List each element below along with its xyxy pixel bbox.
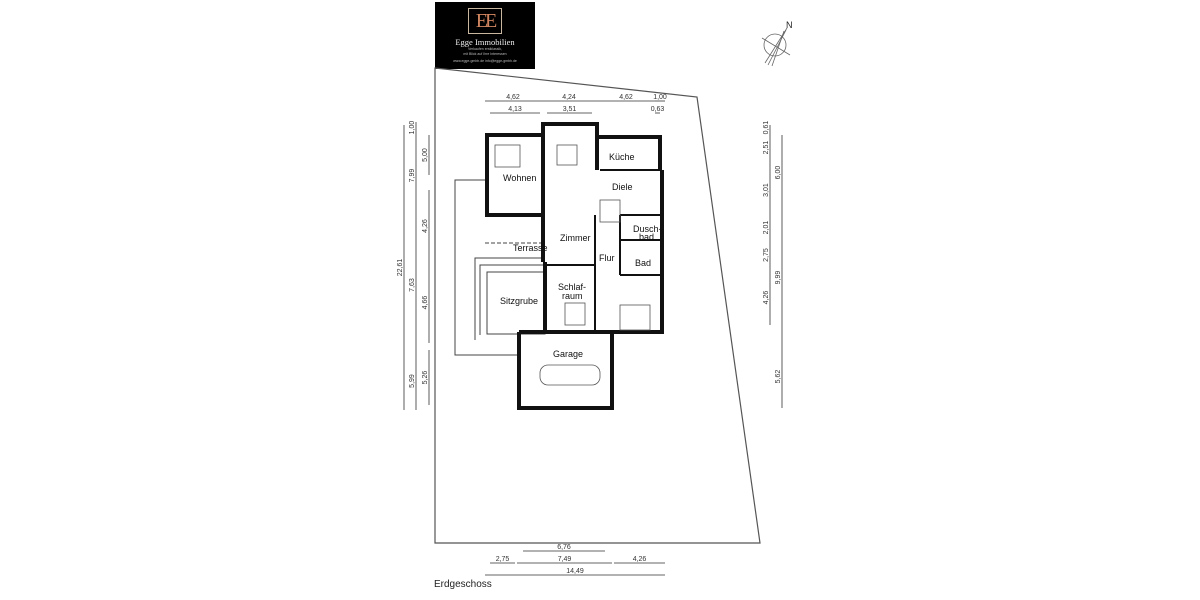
walls [485,122,664,410]
dimension-label: 5,00 [422,148,429,162]
dimension-label: 2,75 [763,248,770,262]
room-label-schlafraum-1: Schlaf- [558,282,586,292]
dimension-label: 4,26 [763,291,770,305]
dimension-label: 1,00 [409,121,416,135]
dimension-label: 4,24 [562,94,576,101]
dimension-label: 4,26 [422,219,429,233]
dimension-label: 2,51 [763,141,770,155]
room-label-terrasse: Terrasse [513,243,548,253]
dimension-label: 3,01 [763,183,770,197]
dimension-label: 2,01 [763,221,770,235]
dimension-label: 14,49 [566,568,584,575]
north-arrow-icon [761,27,791,67]
logo-tagline-2: mit Blick auf Ihre Interessen [463,52,507,56]
room-label-duschbad-2: bad [639,232,654,242]
dimension-label: 0,61 [763,121,770,135]
room-label-zimmer: Zimmer [560,233,591,243]
dimension-label: 4,66 [422,296,429,310]
room-label-sitzgrube: Sitzgrube [500,296,538,306]
room-label-wohnen: Wohnen [503,173,536,183]
dimension-label: 4,26 [633,556,647,563]
logo-brand: Egge Immobilien [455,37,515,47]
room-label-duschbad-1: Dusch- [633,224,662,234]
room-label-schlafraum-2: raum [562,291,583,301]
furniture [494,144,651,386]
dimension-label: 1,00 [653,94,667,101]
room-label-flur: Flur [599,253,615,263]
room-label-kueche: Küche [609,152,635,162]
room-label-diele: Diele [612,182,633,192]
company-logo: EE Egge Immobilien Verkaufen erstklassik… [435,2,535,69]
north-label: N [786,20,793,30]
logo-tagline-1: Verkaufen erstklassik, [467,47,503,51]
dimension-label: 5,26 [422,371,429,385]
dimension-label: 7,63 [409,278,416,292]
room-label-garage: Garage [553,349,583,359]
lot-boundary [434,67,761,544]
dimension-label: 9,99 [775,271,782,285]
floor-label: Erdgeschoss [434,579,492,590]
dimension-label: 2,75 [496,556,510,563]
room-label-bad: Bad [635,258,651,268]
dimension-label: 6,76 [557,544,571,551]
logo-monogram: EE [468,8,502,34]
dimension-label: 6,00 [775,166,782,180]
dimension-label: 3,51 [563,106,577,113]
dimension-label: 7,99 [409,169,416,183]
dimension-label: 4,62 [506,94,520,101]
terrace-outline [454,179,546,356]
logo-contact: www.egge-gmbh.de info@egge-gmbh.de [453,59,517,63]
dimension-label: 5,99 [409,374,416,388]
dimension-label: 22,61 [397,259,404,277]
dimension-label: 4,62 [619,94,633,101]
dimension-label: 0,63 [651,106,665,113]
dimension-label: 4,13 [508,106,522,113]
dimension-label: 7,49 [558,556,572,563]
dimension-label: 5,62 [775,370,782,384]
